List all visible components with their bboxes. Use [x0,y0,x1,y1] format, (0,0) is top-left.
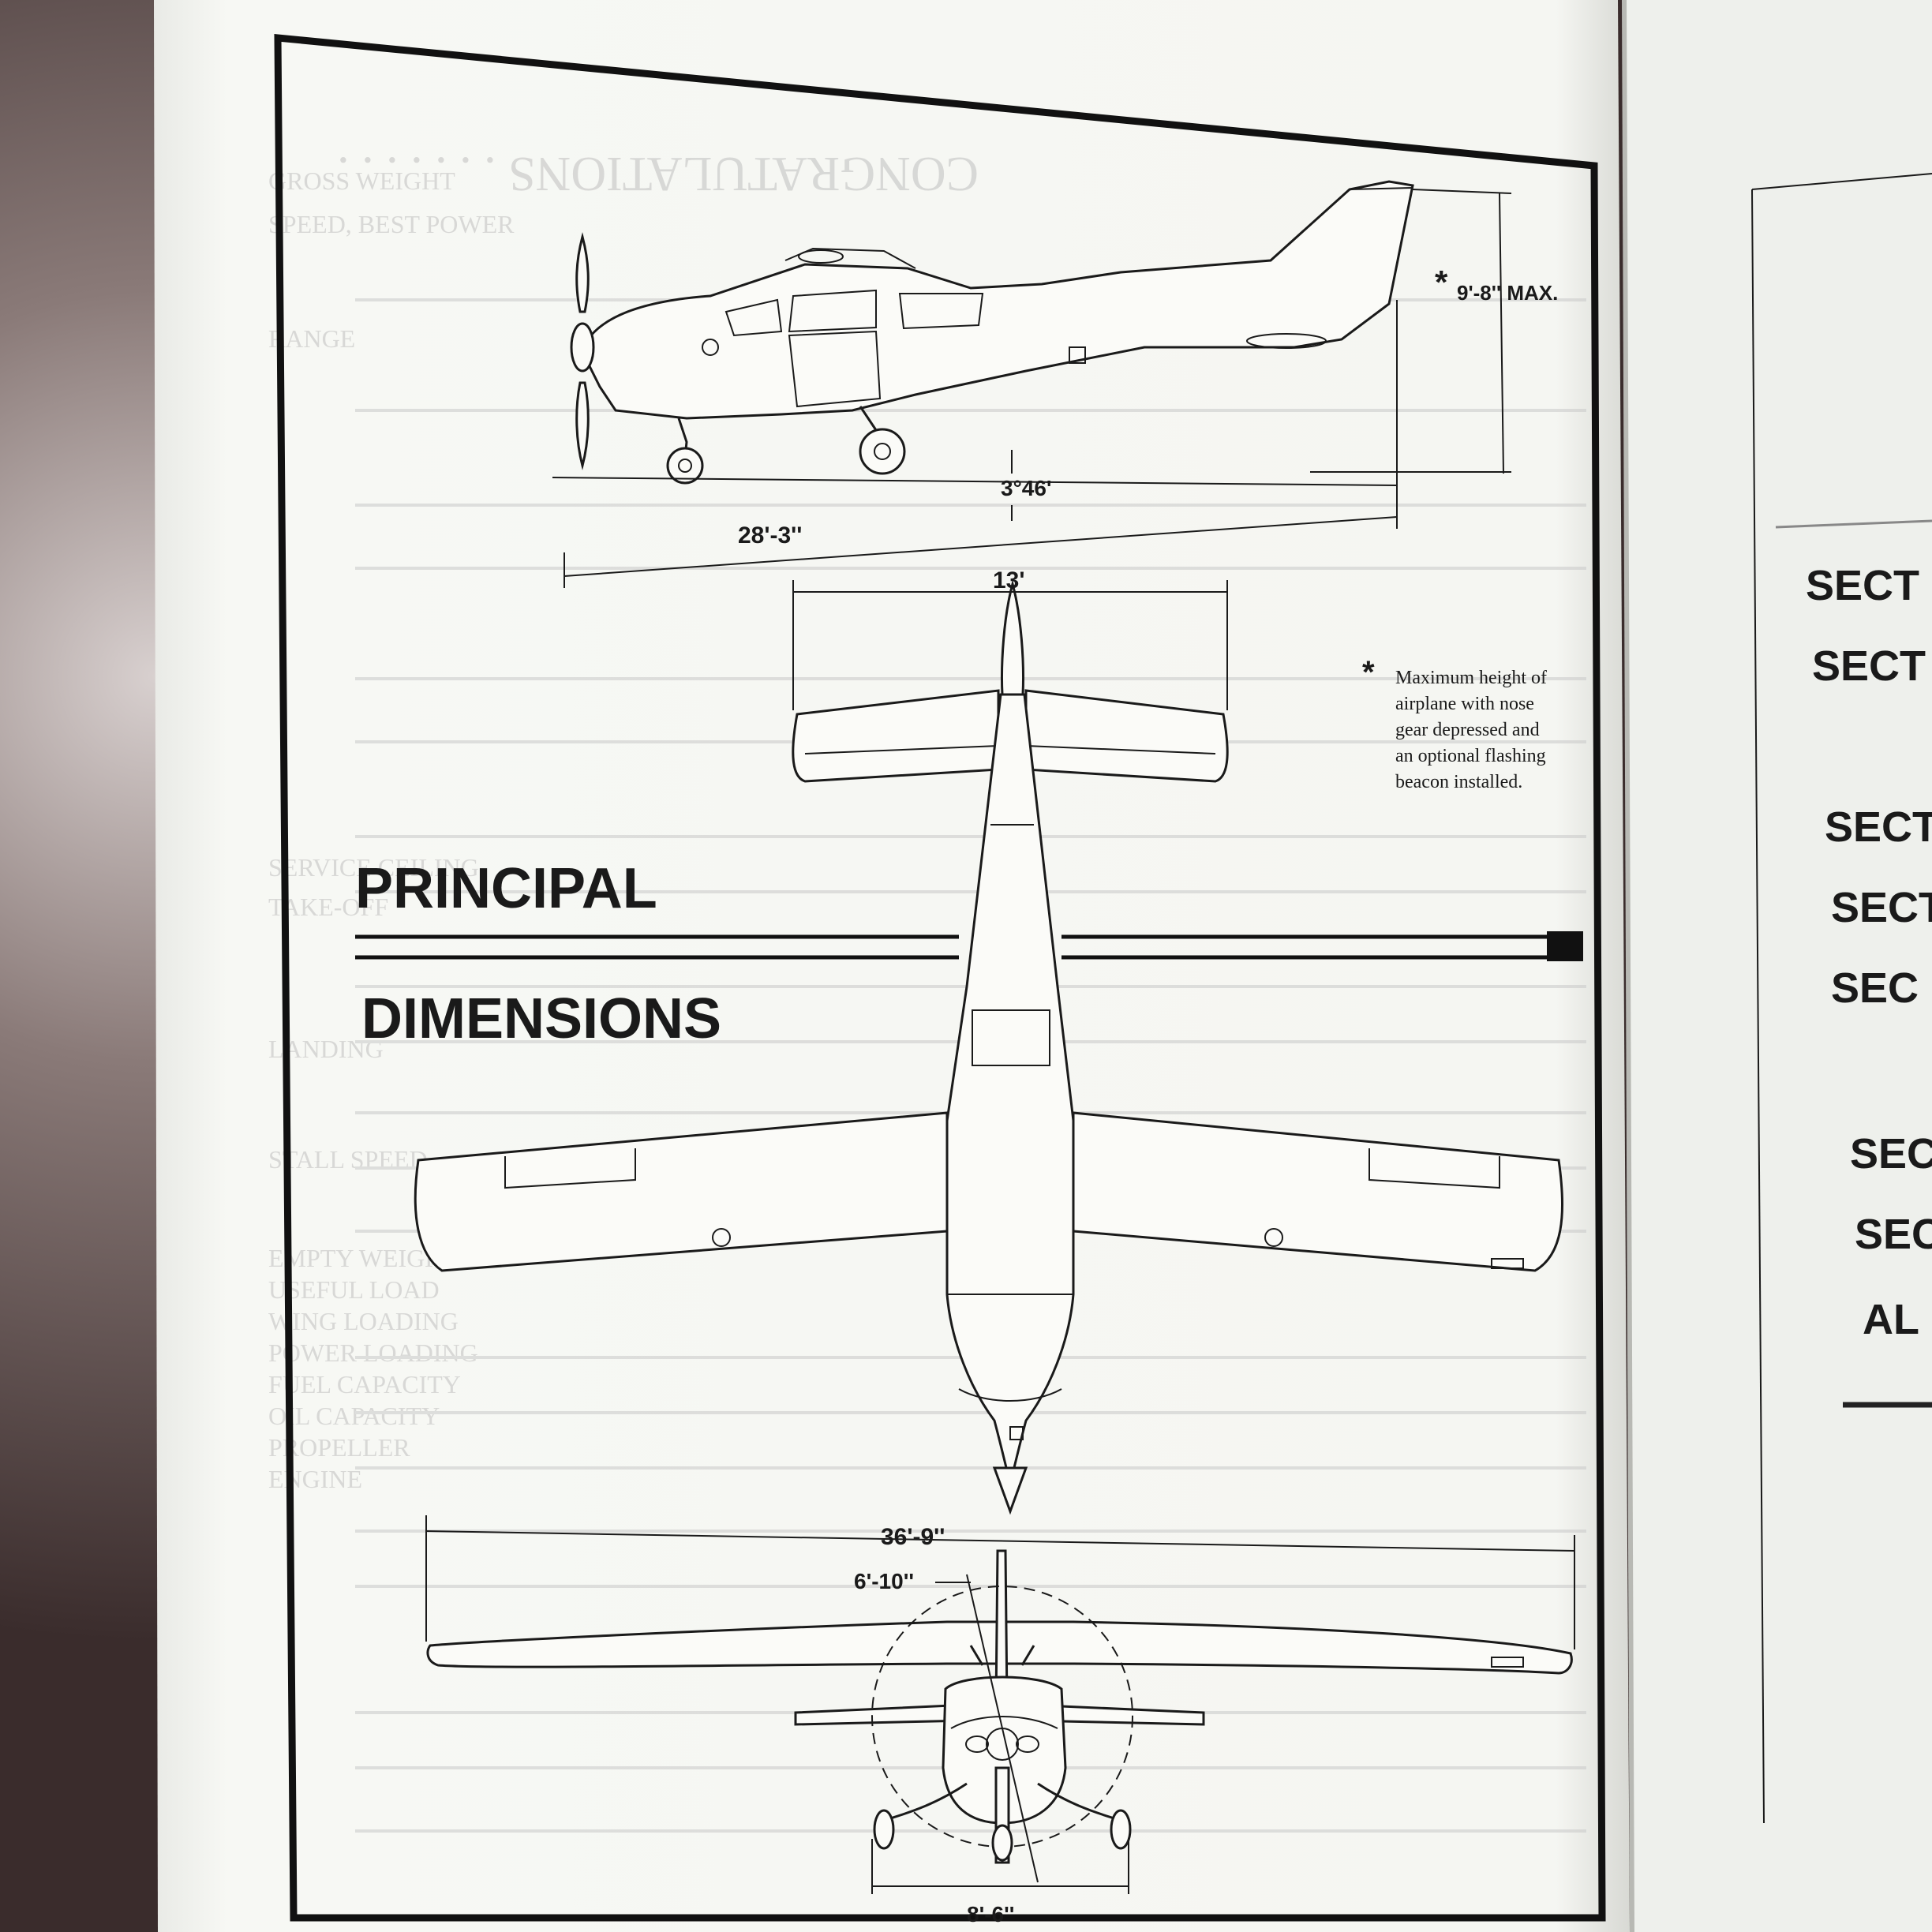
right-page [1626,0,1932,1932]
show-through-line: SPEED, BEST POWER [268,210,515,238]
right-page-contents: SECT SECT SECT SECT SEC SEC SEC AL [1751,173,1932,1824]
show-through-line: SERVICE CEILING [268,853,479,882]
footnote: * Maximum height of airplane with nose g… [1362,655,1547,792]
heading-principal: PRINCIPAL [355,857,657,920]
front-view-dimension-lines [425,1515,1575,1894]
show-through-line: OIL CAPACITY [268,1402,440,1430]
section-label: SEC [1831,964,1919,1012]
section-label: SEC [1855,1211,1932,1258]
front-view-airplane [426,1549,1573,1864]
show-through-title: CONGRATULATIONS . . . . . . . [337,147,979,200]
height-dimension-label: 9'-8'' MAX. [1457,281,1558,305]
section-label: AL [1863,1296,1919,1343]
side-view-airplane [570,180,1414,485]
footnote-marker: * [1362,655,1375,690]
top-view-dimension-lines [792,580,1228,710]
stabilizer-span-label: 13' [993,567,1025,593]
height-marker: * [1435,264,1448,301]
top-view-airplane [414,579,1564,1515]
footnote-line: airplane with nose [1395,694,1534,714]
section-label: SECT [1825,803,1932,851]
footnote-line: beacon installed. [1395,772,1522,792]
wing-span-label: 36'-9'' [881,1524,945,1550]
angle-dimension-label: 3°46' [1001,476,1052,500]
length-dimension-label: 28'-3'' [738,522,802,549]
show-through-line: FUEL CAPACITY [268,1370,461,1398]
left-page [154,0,1630,1932]
section-label: SECT [1806,562,1919,609]
side-view-dimension-lines [552,189,1512,588]
show-through-line: GROSS WEIGHT [268,167,455,195]
show-through-line: POWER LOADING [268,1339,478,1367]
heading-dimensions: DIMENSIONS [361,987,721,1050]
footnote-line: an optional flashing [1395,746,1546,766]
footnote-line: Maximum height of [1395,668,1547,688]
section-label: SECT [1812,642,1926,690]
gear-track-label: 8'-6'' [967,1902,1014,1926]
show-through-line: ENGINE [268,1465,362,1493]
show-through-line: USEFUL LOAD [268,1275,440,1304]
show-through-line: WING LOADING [268,1307,459,1335]
footnote-line: gear depressed and [1395,720,1540,740]
heading-black-tab [1547,931,1583,961]
book-gutter [1622,0,1634,1932]
page-heading: PRINCIPAL DIMENSIONS [355,857,1583,1050]
section-label: SEC [1850,1130,1932,1178]
prop-diameter-label: 6'-10'' [854,1569,914,1593]
section-label: SECT [1831,884,1932,931]
page-border [274,34,1606,1922]
